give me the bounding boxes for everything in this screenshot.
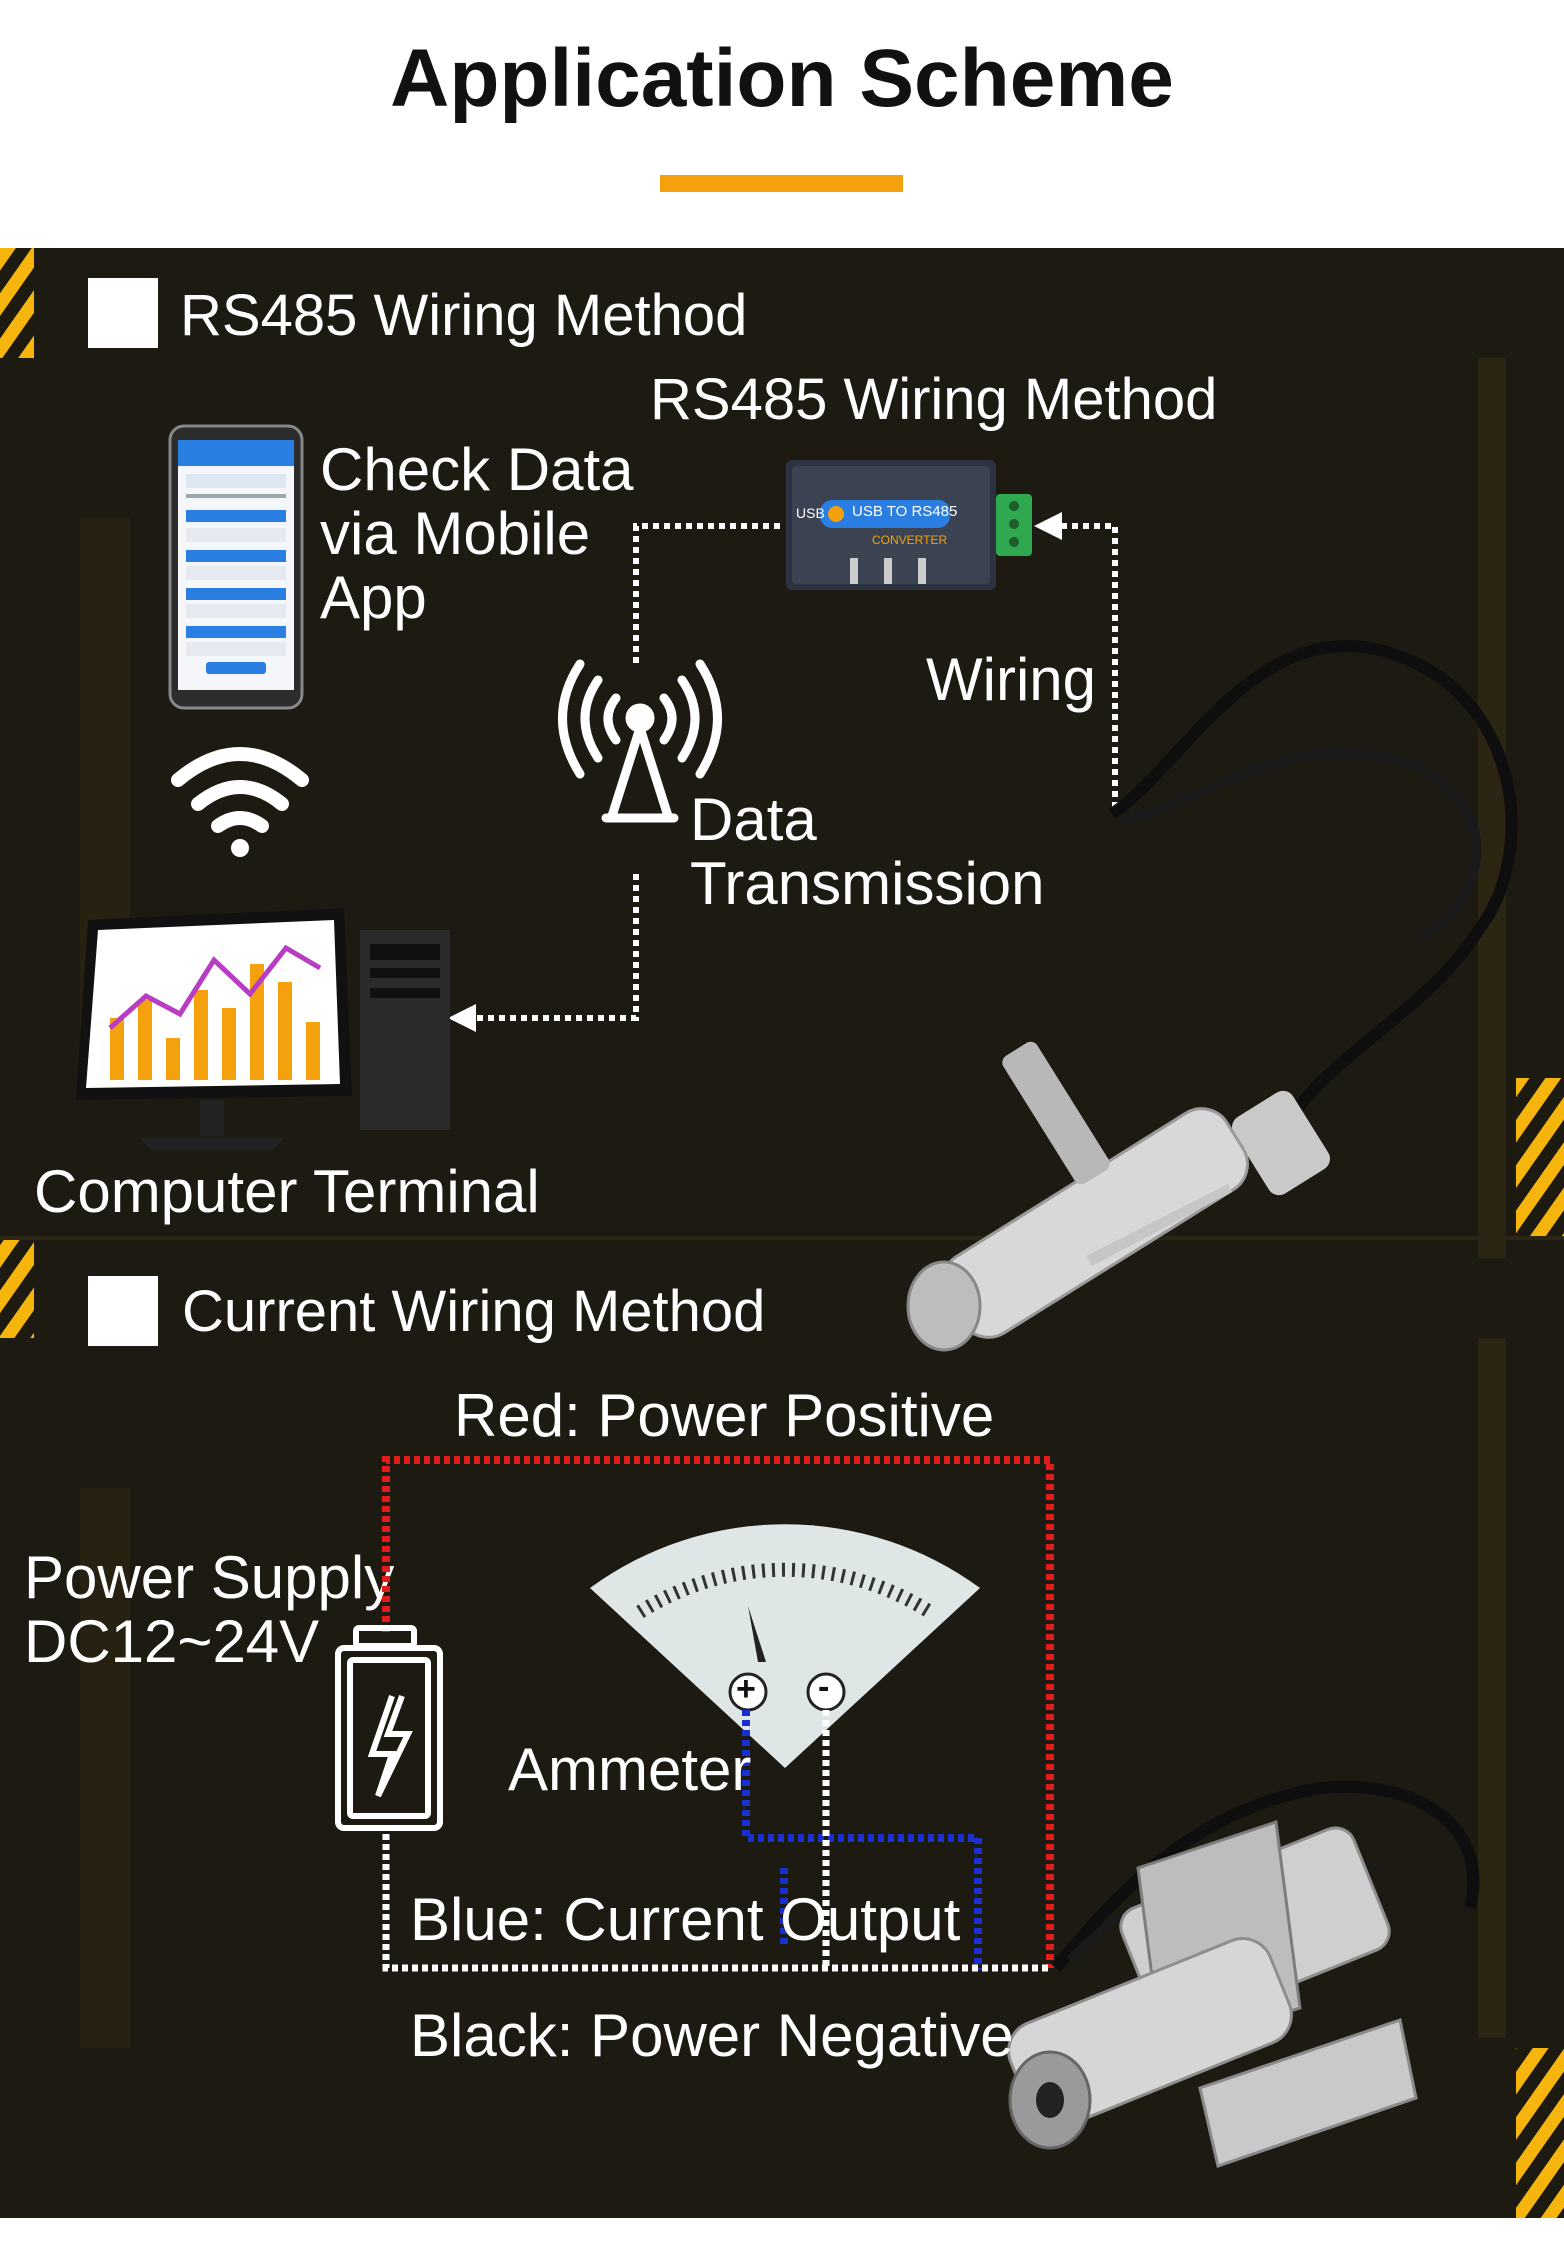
mobile-label-line3: App — [320, 564, 427, 631]
edge-pattern-right-top — [1478, 358, 1506, 1258]
mobile-label-line2: via Mobile — [320, 500, 591, 567]
transmission-label-line1: Data — [690, 786, 817, 853]
application-panel: RS485 Wiring Method RS485 Wiring Method — [0, 248, 1564, 2218]
mobile-phone-icon — [168, 424, 304, 710]
usb-rs485-converter — [786, 460, 1032, 590]
temperature-sensor-probe — [906, 640, 1518, 1352]
meter-minus-label: - — [818, 1668, 830, 1706]
converter-title: RS485 Wiring Method — [650, 367, 1218, 432]
wiring-label: Wiring — [926, 646, 1097, 713]
converter-port-label: USB — [796, 505, 825, 521]
edge-pattern-left-bottom — [80, 1488, 130, 2048]
converter-subtext: CONVERTER — [872, 533, 948, 547]
page-title: Application Scheme — [390, 33, 1174, 124]
current-diagram — [335, 1456, 1480, 2168]
arrow-to-converter — [1034, 512, 1062, 540]
section-marker-current — [88, 1276, 158, 1346]
title-underline — [660, 175, 903, 192]
panel-background — [0, 248, 1564, 2218]
power-label-line1: Power Supply — [24, 1544, 395, 1611]
red-wire — [382, 1456, 1054, 1968]
computer-terminal-icon — [76, 908, 450, 1150]
blue-wire-label: Blue: Current Output — [410, 1886, 961, 1953]
antenna-tower-icon — [558, 659, 722, 823]
hazard-stripe-mid-right — [1516, 1078, 1564, 1238]
ammeter-label: Ammeter — [508, 1736, 752, 1803]
power-label-line2: DC12~24V — [24, 1608, 320, 1675]
red-wire-label: Red: Power Positive — [454, 1382, 995, 1449]
rs485-diagram — [76, 424, 1518, 1352]
transmission-label-line2: Transmission — [690, 850, 1045, 917]
power-supply-battery-icon — [335, 1625, 443, 1831]
meter-plus-label: + — [736, 1670, 756, 1708]
ammeter-icon — [590, 1524, 980, 1768]
mobile-label-line1: Check Data — [320, 436, 634, 503]
hazard-stripe-bottom-right — [1516, 2048, 1564, 2218]
edge-pattern-right-bottom — [1478, 1338, 1506, 2038]
hazard-stripe-mid-left — [0, 1238, 34, 1338]
wifi-icon — [171, 747, 309, 857]
computer-terminal-label: Computer Terminal — [34, 1158, 540, 1225]
hazard-stripe-top-left — [0, 248, 34, 358]
arrow-to-computer — [448, 1004, 476, 1032]
section-marker-rs485 — [88, 278, 158, 348]
computer-screen-chart — [108, 944, 322, 1080]
current-section-title: Current Wiring Method — [182, 1279, 766, 1344]
black-wire-label: Black: Power Negative — [410, 2002, 1014, 2069]
converter-text: USB TO RS485 — [852, 503, 958, 520]
temperature-sensor-bracket — [1007, 1780, 1480, 2168]
blue-wire — [742, 1710, 982, 1970]
black-wire — [382, 1710, 1048, 1972]
rs485-section-title: RS485 Wiring Method — [180, 283, 748, 348]
